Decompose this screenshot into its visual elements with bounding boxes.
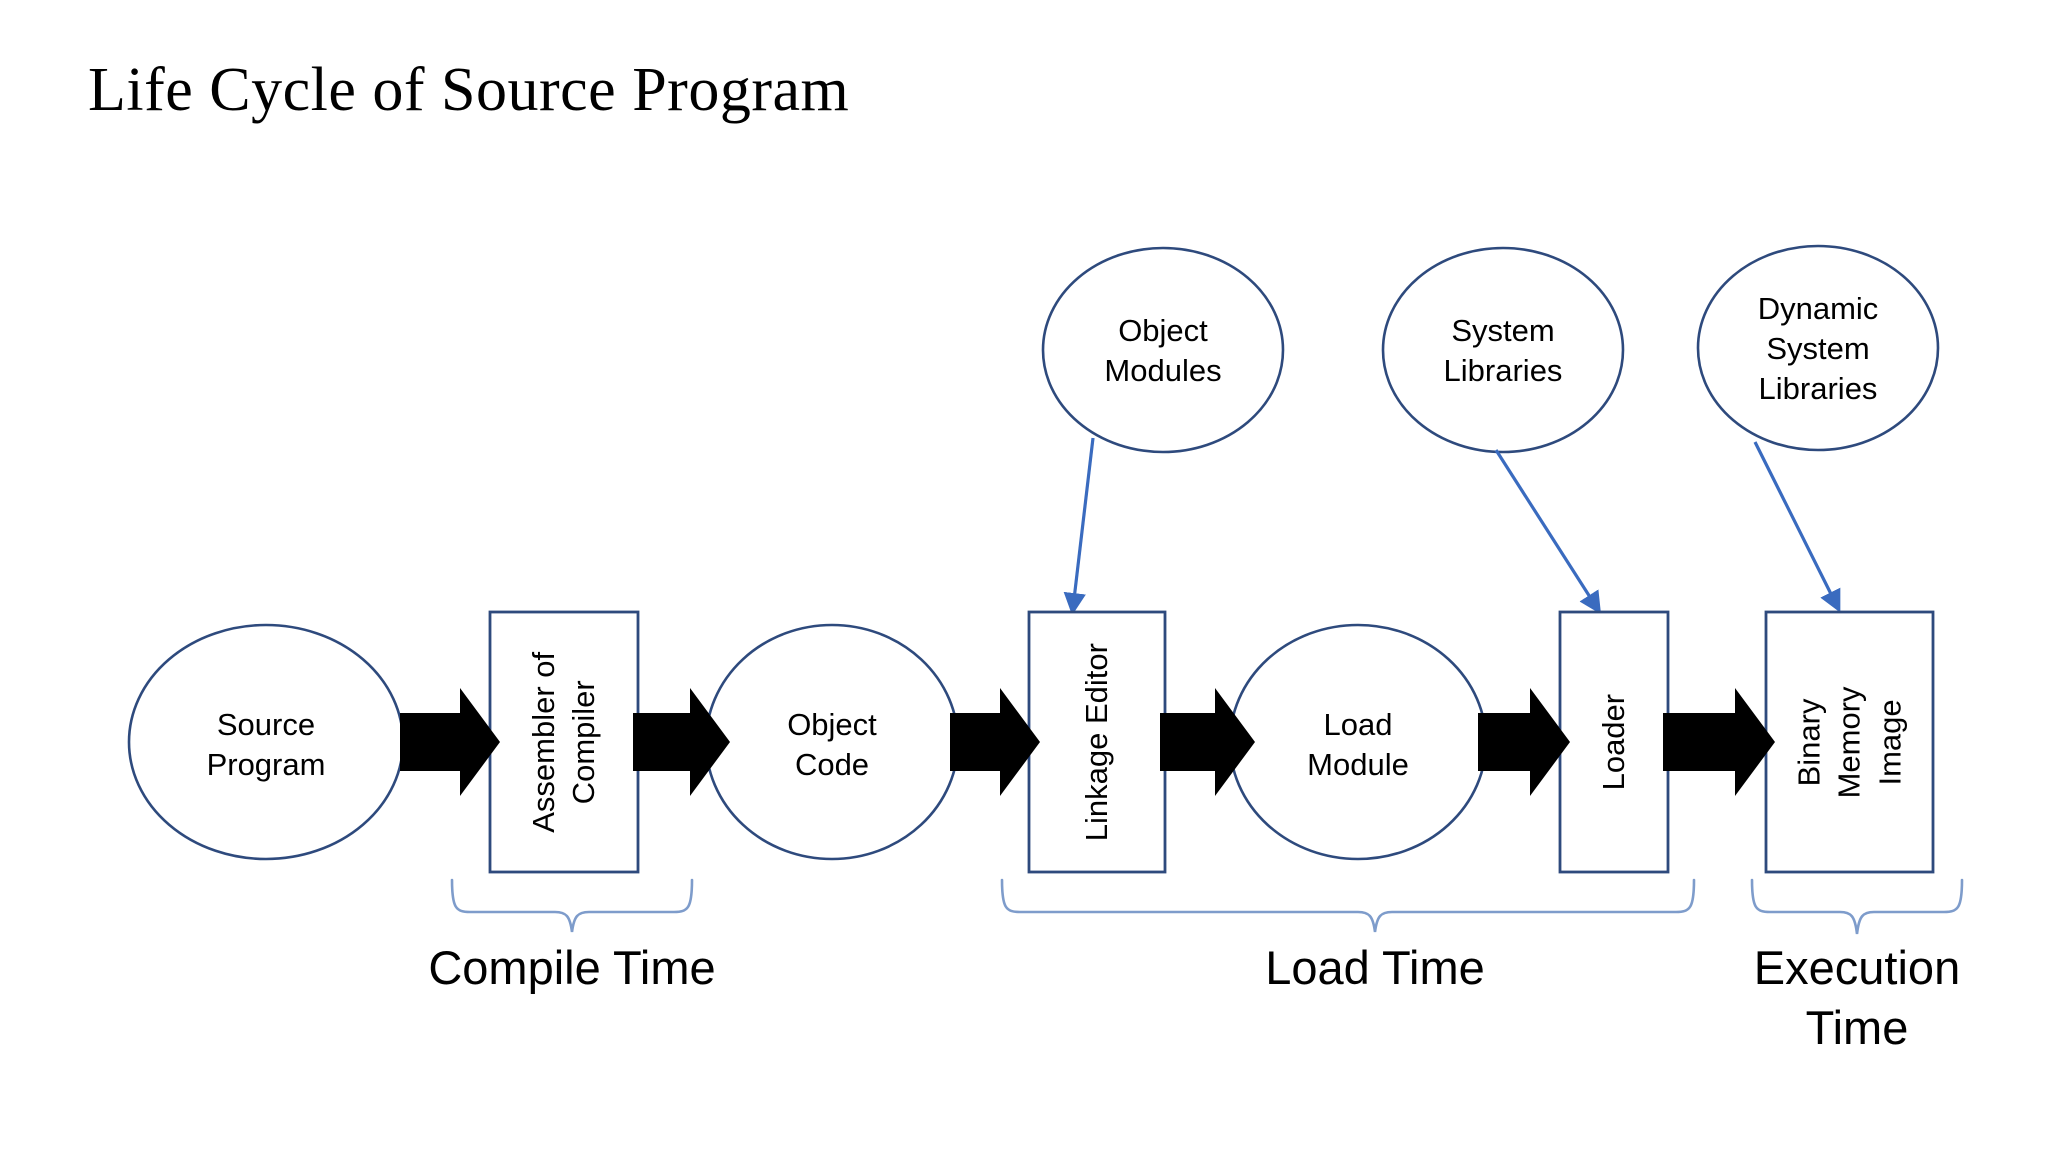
shape-dynamic-system-libraries-circle[interactable]: [1696, 244, 1940, 452]
block-arrow-1: [400, 688, 500, 796]
shape-linkage-editor-rect[interactable]: [1027, 610, 1167, 874]
phase-label-load-time: Load Time: [1175, 938, 1575, 998]
phase-label-execution-time: Execution Time: [1707, 938, 2007, 1058]
shape-assembler-or-compiler-rect[interactable]: [488, 610, 640, 874]
block-arrow-6: [1663, 688, 1775, 796]
block-arrow-2: [633, 688, 730, 796]
shape-source-program-circle[interactable]: [127, 623, 405, 861]
connector-system-libraries-to-loader: [1494, 449, 1602, 615]
shape-object-code-circle[interactable]: [704, 623, 960, 861]
connector-object-modules-to-linkage-editor: [1063, 437, 1095, 616]
shape-loader-rect[interactable]: [1558, 610, 1670, 874]
page-title: Life Cycle of Source Program: [88, 56, 850, 124]
block-arrow-3: [950, 688, 1040, 796]
connector-dynamic-system-libraries-to-binary-memory-image: [1753, 441, 1841, 613]
shape-binary-memory-image-rect[interactable]: [1764, 610, 1935, 874]
shape-load-module-circle[interactable]: [1228, 623, 1488, 861]
shape-object-modules-circle[interactable]: [1041, 246, 1285, 454]
brace-load-time: [1000, 878, 1696, 933]
brace-execution-time: [1750, 878, 1964, 935]
brace-compile-time: [450, 878, 694, 933]
phase-line: Time: [1805, 1001, 1909, 1055]
block-arrow-5: [1478, 688, 1570, 796]
phase-line: Compile Time: [428, 941, 716, 994]
phase-label-compile-time: Compile Time: [372, 938, 772, 998]
shape-system-libraries-circle[interactable]: [1381, 246, 1625, 454]
phase-line: Execution: [1753, 941, 1961, 994]
phase-line: Load Time: [1265, 941, 1485, 994]
block-arrow-4: [1160, 688, 1255, 796]
